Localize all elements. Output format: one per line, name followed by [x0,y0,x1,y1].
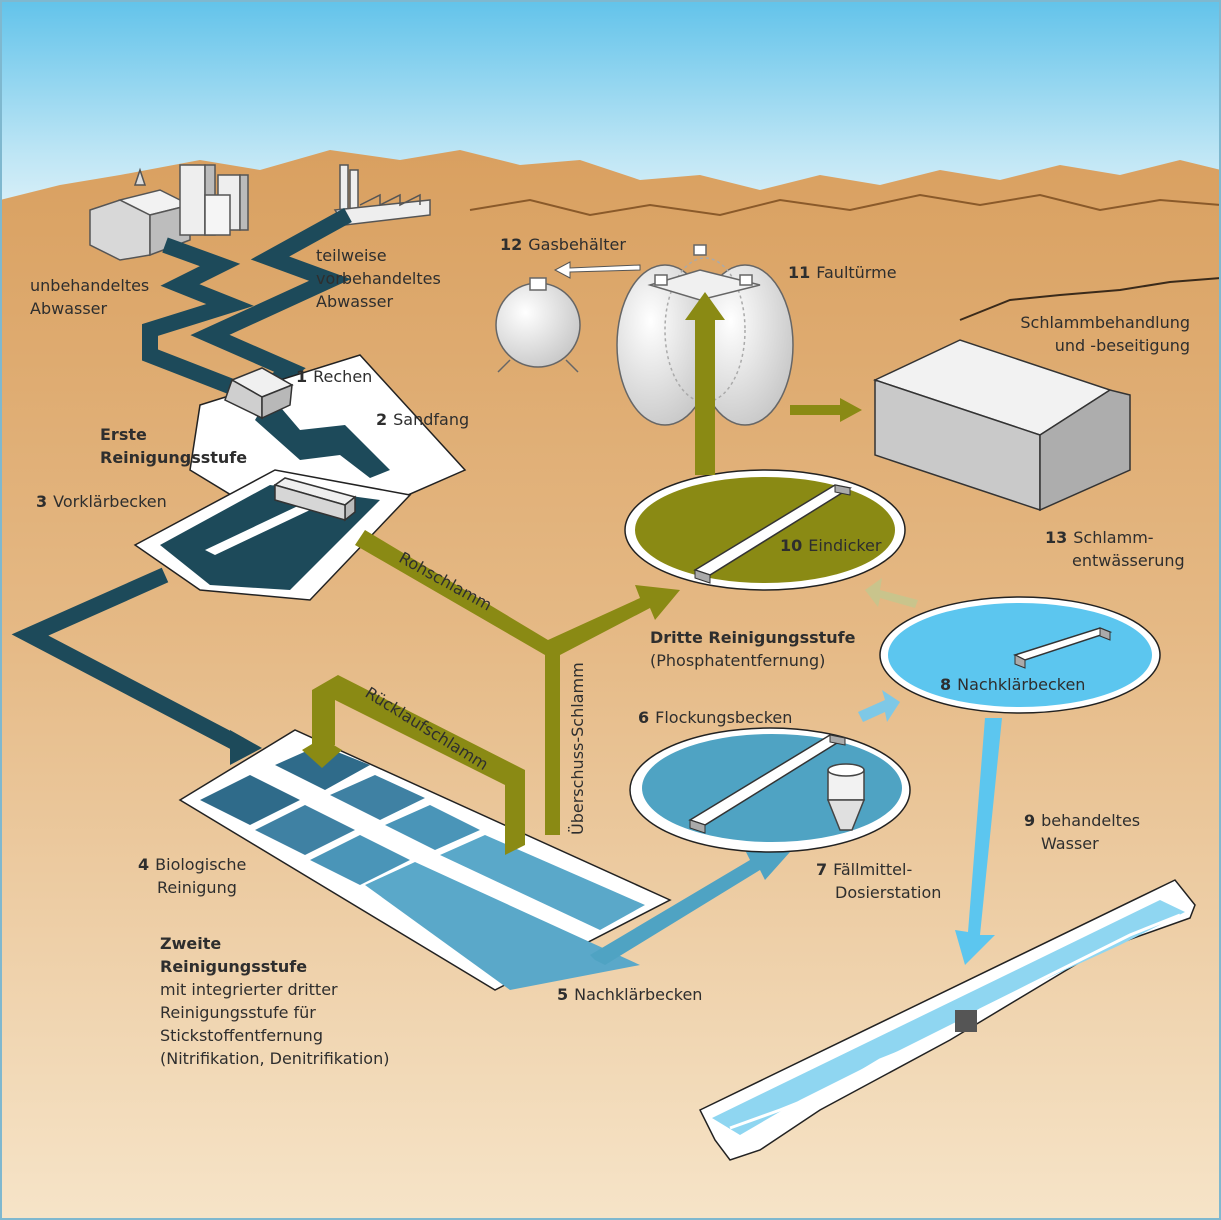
label-third-stage-text: (Phosphatentfernung) [650,651,826,670]
label-s7-line-1: Fällmittel- [833,860,913,879]
label-digesters: 11 Faultürme [788,261,897,284]
label-grit-text: Sandfang [393,410,470,429]
label-second-stage: Zweite Reinigungsstufe mit integrierter … [160,932,389,1070]
label-first-stage: Erste Reinigungsstufe [100,423,247,469]
label-screen-number: 1 [296,367,308,386]
label-s13-line-1: Schlamm- [1073,528,1154,547]
label-first-stage-line-2: Reinigungsstufe [100,448,248,467]
label-s5-text: Nachklärbecken [574,985,703,1004]
label-sludge-treatment-line-1: Schlammbehandlung [1020,313,1190,332]
label-second-stage-line-4: (Nitrifikation, Denitrifikation) [160,1049,390,1068]
primary-clarifier-bridge [273,477,357,522]
label-pretreated-line-1: teilweise [316,246,387,265]
label-s12-text: Gasbehälter [528,235,626,254]
label-primary-clarifier: 3 Vorklärbecken [36,490,167,513]
label-s7-number: 7 [816,860,828,879]
label-primary-number: 3 [36,492,48,511]
label-second-stage-bold-1: Zweite [160,934,222,953]
label-pretreated-line-3: Abwasser [316,292,394,311]
label-s8-number: 8 [940,675,952,694]
label-third-stage-bold: Dritte Reinigungsstufe [650,628,856,647]
label-s11-text: Faultürme [816,263,897,282]
label-primary-text: Vorklärbecken [53,492,167,511]
label-second-stage-line-1: mit integrierter dritter [160,980,338,999]
label-second-stage-line-3: Stickstoffentfernung [160,1026,323,1045]
label-sludge-dewatering: 13 Schlamm- entwässerung [1045,526,1185,572]
primary-clarifier-divider [205,505,310,555]
arrow-to-sludge-building [790,398,862,422]
arrow-treated-water [955,718,1002,965]
arrow-gas [553,261,641,279]
label-secondary-clarifier: 5 Nachklärbecken [557,983,702,1006]
label-s12-number: 12 [500,235,523,254]
sludge-treatment-building [872,339,1131,512]
arrow-thickener-to-digester [685,292,725,475]
arrow-to-final-clarifier [858,690,900,722]
ridge-line [469,193,1221,217]
arrow-to-bio [230,730,262,765]
label-pretreated-line-2: vorbehandeltes [316,269,441,288]
label-second-stage-line-2: Reinigungsstufe für [160,1003,316,1022]
label-thickener: 10 Eindicker [780,534,881,557]
label-s9-line-1: behandeltes [1041,811,1141,830]
label-pretreated-wastewater: teilweise vorbehandeltes Abwasser [316,244,441,313]
label-s6-text: Flockungsbecken [655,708,793,727]
label-untreated-line-2: Abwasser [30,299,108,318]
label-s7-line-2: Dosierstation [835,883,942,902]
label-final-clarifier: 8 Nachklärbecken [940,673,1085,696]
label-bio-line-2: Reinigung [157,878,237,897]
label-third-stage: Dritte Reinigungsstufe (Phosphatentfernu… [650,626,856,672]
label-grit-number: 2 [376,410,388,429]
label-screen-text: Rechen [313,367,373,386]
label-s10-number: 10 [780,536,803,555]
label-bio-line-1: Biologische [155,855,247,874]
label-s13-line-2: entwässerung [1072,551,1185,570]
label-first-stage-line-1: Erste [100,425,147,444]
label-sludge-treatment-line-2: und -beseitigung [1054,336,1190,355]
label-s11-number: 11 [788,263,811,282]
arrow-to-thickener [865,578,918,608]
label-s9-number: 9 [1024,811,1036,830]
dosing-station [826,763,866,831]
digesters [616,244,794,426]
return-sludge-pipe [302,675,525,855]
raw-sludge-pipe [355,530,680,835]
receiving-river [698,879,1196,1161]
label-second-stage-bold-2: Reinigungsstufe [160,957,308,976]
label-grit-chamber: 2 Sandfang [376,408,469,431]
screen-rake-house [224,367,294,420]
biology-basins [200,745,645,990]
final-clarifier [879,596,1161,714]
label-bio-number: 4 [138,855,150,874]
pipe-primary-to-bio [11,567,244,753]
label-biological-treatment: 4 Biologische Reinigung [138,853,246,899]
label-s5-number: 5 [557,985,569,1004]
label-flocculation: 6 Flockungsbecken [638,706,792,729]
label-untreated-wastewater: unbehandeltes Abwasser [30,274,149,320]
gas-holder [495,277,581,373]
label-s6-number: 6 [638,708,650,727]
label-s9-line-2: Wasser [1041,834,1099,853]
label-s10-text: Eindicker [808,536,882,555]
sewer-pipes [142,207,352,398]
label-untreated-line-1: unbehandeltes [30,276,150,295]
label-gas-holder: 12 Gasbehälter [500,233,626,256]
label-s8-text: Nachklärbecken [957,675,1086,694]
label-excess-sludge: Überschuss-Schlamm [568,662,587,835]
flocculation-basin [629,727,911,853]
label-treated-water: 9 behandeltes Wasser [1024,809,1140,855]
river-distant [959,277,1221,321]
label-sludge-treatment: Schlammbehandlung und -beseitigung [985,311,1190,357]
arrow-to-flocculation [590,850,790,965]
thickener [624,469,906,591]
grit-chamber [255,395,390,478]
label-s13-number: 13 [1045,528,1068,547]
label-screen: 1 Rechen [296,365,372,388]
label-dosing-station: 7 Fällmittel- Dosierstation [816,858,941,904]
